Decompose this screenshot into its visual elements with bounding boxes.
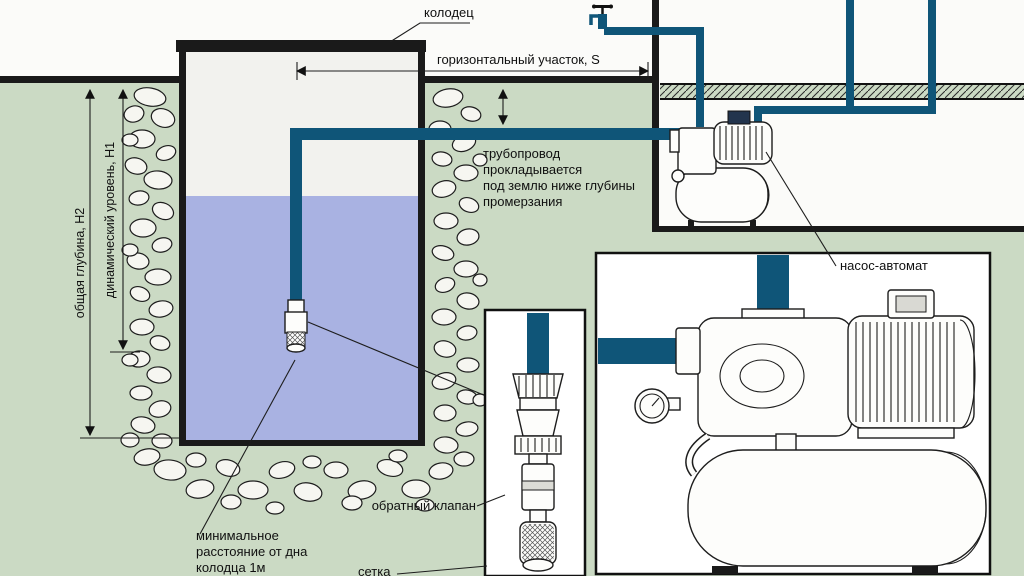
riser-to-pump	[696, 27, 704, 127]
pipes	[290, 0, 936, 304]
valve-detail-leader	[307, 321, 487, 397]
riser-pipe-2	[928, 0, 936, 114]
pipeline-note: трубопровод прокладывается под землю ниж…	[483, 146, 636, 209]
manifold-pipe	[754, 106, 936, 114]
pressure-tank	[687, 449, 987, 567]
min-distance-label: минимальное расстояние от дна колодца 1м	[196, 528, 308, 575]
check-valve-label: обратный клапан	[371, 498, 476, 513]
well-shaft	[176, 40, 426, 446]
riser-pipe-1	[846, 0, 854, 114]
check-valve-label-leader	[476, 494, 506, 507]
well-cap	[176, 40, 426, 52]
min-distance-leader	[199, 359, 296, 535]
gravel-stones	[120, 87, 488, 515]
detail-box-check-valve	[483, 308, 587, 576]
ground-line	[0, 76, 657, 83]
detail-box-pump	[594, 251, 992, 576]
mesh-label-leader	[396, 565, 488, 575]
mesh-label: сетка	[358, 564, 391, 576]
well-label-leader	[389, 22, 470, 43]
pump-station-small	[669, 110, 773, 228]
detail-pipe	[527, 313, 549, 375]
floor-hatch	[660, 83, 1024, 100]
pump-top-pipe	[757, 255, 789, 311]
suction-pipe-vertical	[290, 128, 302, 304]
house-wall	[652, 0, 1024, 232]
pump-suction-pipe	[598, 338, 680, 364]
total-depth-label: общая глубина, Н2	[73, 207, 87, 319]
dimension-h2	[80, 88, 180, 439]
pump-label: насос-автомат	[840, 258, 928, 273]
dynamic-level-label: динамический уровень, Н1	[103, 141, 117, 299]
check-valve-assembly	[284, 299, 308, 353]
well-label: колодец	[424, 5, 474, 20]
dimension-h1	[110, 88, 140, 353]
tap-icon	[589, 4, 613, 29]
horizontal-pipe	[290, 128, 686, 140]
pump-motor	[847, 315, 975, 429]
dimension-s	[295, 62, 650, 80]
leader-lines	[199, 22, 487, 535]
tap-branch-pipe	[604, 27, 704, 35]
pump-label-leader	[765, 151, 837, 267]
pump-outlet-stub	[754, 106, 762, 126]
pump-casing	[697, 317, 853, 437]
horizontal-section-label: горизонтальный участок, S	[437, 52, 600, 67]
